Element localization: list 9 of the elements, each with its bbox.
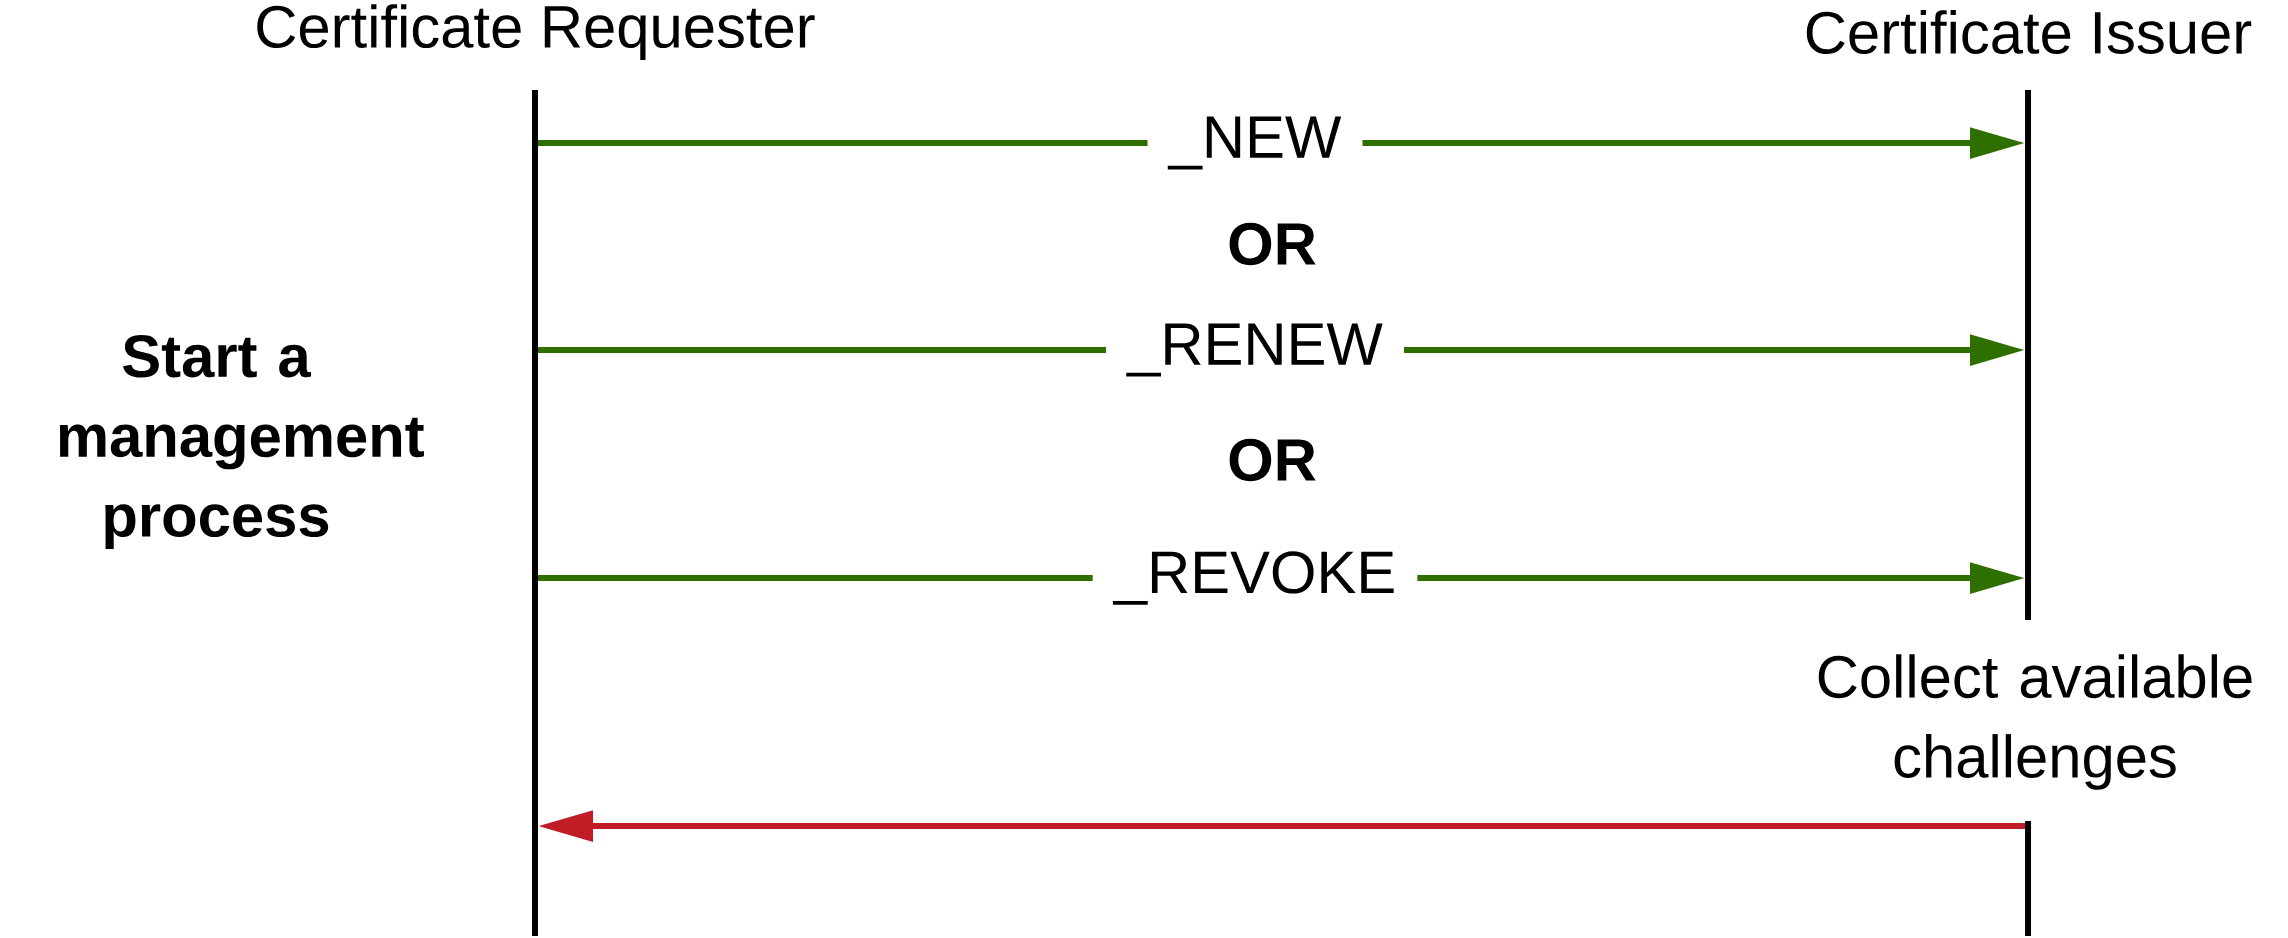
edge-label: _RENEW <box>1106 316 1404 384</box>
lifeline-header: Certificate Issuer <box>1806 10 2252 54</box>
lifeline-header: Certificate Requester <box>257 4 815 60</box>
edge-label: _REVOKE <box>1092 544 1418 612</box>
note-text: Start a management process <box>59 335 424 549</box>
or-text: OR <box>1229 222 1316 266</box>
note-text: Collect available challenges <box>1818 654 2252 790</box>
or-text: OR <box>1229 438 1316 482</box>
edge-label: _NEW <box>1147 109 1363 177</box>
